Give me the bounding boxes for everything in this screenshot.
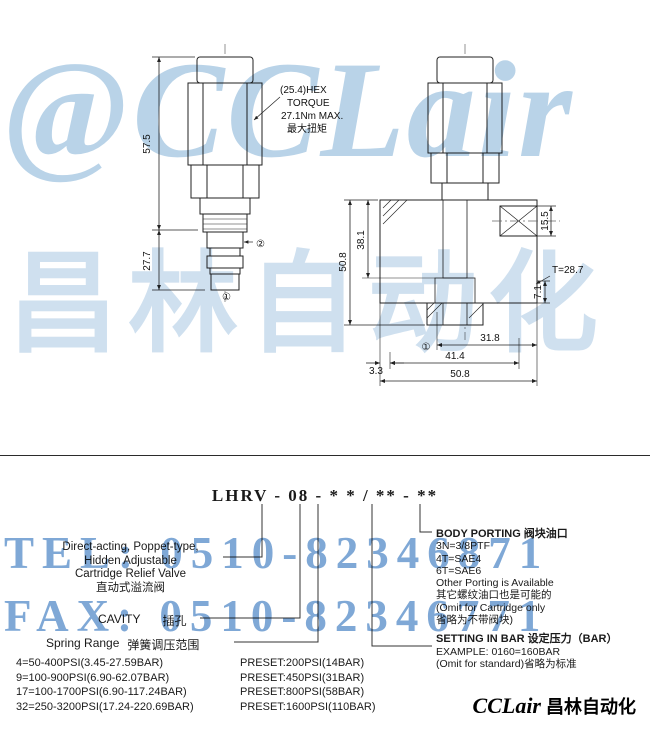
body-porting-line: 省略为不带阀块) [436,614,513,627]
dim-15-5-label: 15.5 [540,211,551,231]
callout-1-icon: ① [222,292,231,303]
setting-block: SETTING IN BAR 设定压力（BAR） EXAMPLE: 0160=1… [436,633,646,670]
spring-range-value: 32=250-3200PSI(17.24-220.69BAR) [16,700,194,713]
dim-7-1-label: 7.1 [533,285,544,299]
connector-line-porting [419,504,432,533]
connector-line-description [223,504,263,558]
dimension-port-depth: 38.1 [356,200,435,279]
cartridge-valve-front-view [187,44,263,302]
body-porting-title: BODY PORTING 阀块油口 [436,528,568,540]
body-porting-line: (Omit for Cartridge only [436,601,546,614]
dim-50-8h-label: 50.8 [450,369,470,380]
spring-label-en: Spring Range [46,636,120,650]
body-porting-line: 4T=SAE4 [436,552,482,565]
preset-value: PRESET:1600PSI(110BAR) [240,700,376,713]
spring-option-row: 32=250-3200PSI(17.24-220.69BAR) PRESET:1… [16,700,376,715]
hex-note-line2: TORQUE [287,98,330,109]
preset-value: PRESET:200PSI(14BAR) [240,657,365,669]
dim-41-4-label: 41.4 [445,351,465,362]
dimension-body-height: 50.8 [338,199,425,326]
setting-line: SETTING IN BAR 设定压力（BAR） [436,633,618,646]
cartridge-valve-side-view [427,44,503,340]
body-porting-line: 其它螺纹油口也是可能的 [436,589,552,602]
connector-line-spring [234,504,319,643]
cavity-label-en: CAVITY [98,612,141,626]
dimension-cartridge-length: 27.7 [142,230,205,291]
preset-value: PRESET:450PSI(31BAR) [240,671,365,684]
preset-value: PRESET:800PSI(58BAR) [240,686,365,698]
hex-note-line4: 最大扭矩 [287,122,327,135]
technical-drawing: 57.5 27.7 (25.4)HEX TORQUE 27.1Nm MAX. 最… [142,44,584,386]
description-line: 直动式溢流阀 [96,581,165,594]
callout-1-body-icon: ① [422,342,431,353]
description-line: Direct-acting, Poppet-type, [62,541,199,553]
setting-line: (Omit for standard)省略为标准 [436,657,577,670]
spring-option-row: 9=100-900PSI(6.90-62.07BAR) PRESET:450PS… [16,671,376,686]
valve-body-block [379,199,560,326]
section-divider [0,455,650,456]
connector-line-cavity [200,504,301,619]
spring-range-value: 4=50-400PSI(3.45-27.59BAR) [16,657,164,669]
body-porting-line: 6T=SAE6 [436,564,482,577]
hex-torque-note: (25.4)HEX TORQUE 27.1Nm MAX. 最大扭矩 [253,85,343,135]
dimension-port-height: 15.5 [537,205,556,237]
port-callouts-left: ② ① [222,239,265,303]
logo-text-en: CCLair [472,693,541,718]
model-code-connectors [200,504,432,647]
model-code: LHRV - 08 - * * / ** - ** [211,486,439,505]
description-line: Hidden Adjustable [84,554,177,567]
cavity-label-cn: 插孔 [162,614,187,628]
spring-option-row: 17=100-1700PSI(6.90-117.24BAR) PRESET:80… [16,685,376,700]
setting-line: EXAMPLE: 0160=160BAR [436,645,561,658]
spring-range-value: 17=100-1700PSI(6.90-117.24BAR) [16,686,187,698]
dim-3-3-label: 3.3 [369,366,383,377]
description-line: Cartridge Relief Valve [74,568,186,580]
body-porting-line: Other Porting is Available [436,577,554,590]
thread-note: T=28.7 [535,265,584,285]
dim-50-8v-label: 50.8 [338,252,349,272]
dim-57-5-label: 57.5 [142,134,153,154]
connector-line-setting [371,504,432,647]
dim-27-7-label: 27.7 [142,251,153,271]
spring-range-value: 9=100-900PSI(6.90-62.07BAR) [16,671,170,684]
valve-description: Direct-acting, Poppet-type, Hidden Adjus… [38,541,223,595]
callout-2-icon: ② [256,239,265,250]
thread-note-label: T=28.7 [552,265,584,276]
spring-options-table: 4=50-400PSI(3.45-27.59BAR) PRESET:200PSI… [16,656,376,714]
dim-38-1-label: 38.1 [356,230,367,250]
hex-note-line3: 27.1Nm MAX. [281,111,343,122]
body-porting-line: 3N=3/8PTF [436,540,490,553]
company-logo: CCLair 昌林自动化 [473,693,636,719]
cavity-row: CAVITY 插孔 [98,612,186,629]
hex-note-line1: (25.4)HEX [280,85,327,96]
logo-text-cn: 昌林自动化 [546,697,636,717]
dim-31-8-label: 31.8 [480,333,500,344]
right-column: BODY PORTING 阀块油口 3N=3/8PTF 4T=SAE4 6T=S… [436,528,646,670]
spring-option-row: 4=50-400PSI(3.45-27.59BAR) PRESET:200PSI… [16,656,376,671]
dimension-bottom-group: 31.8 ① 3.3 41.4 50.8 [366,303,538,386]
spring-label-cn: 弹簧调压范围 [127,638,200,652]
spring-range-row: Spring Range 弹簧调压范围 [46,636,199,653]
